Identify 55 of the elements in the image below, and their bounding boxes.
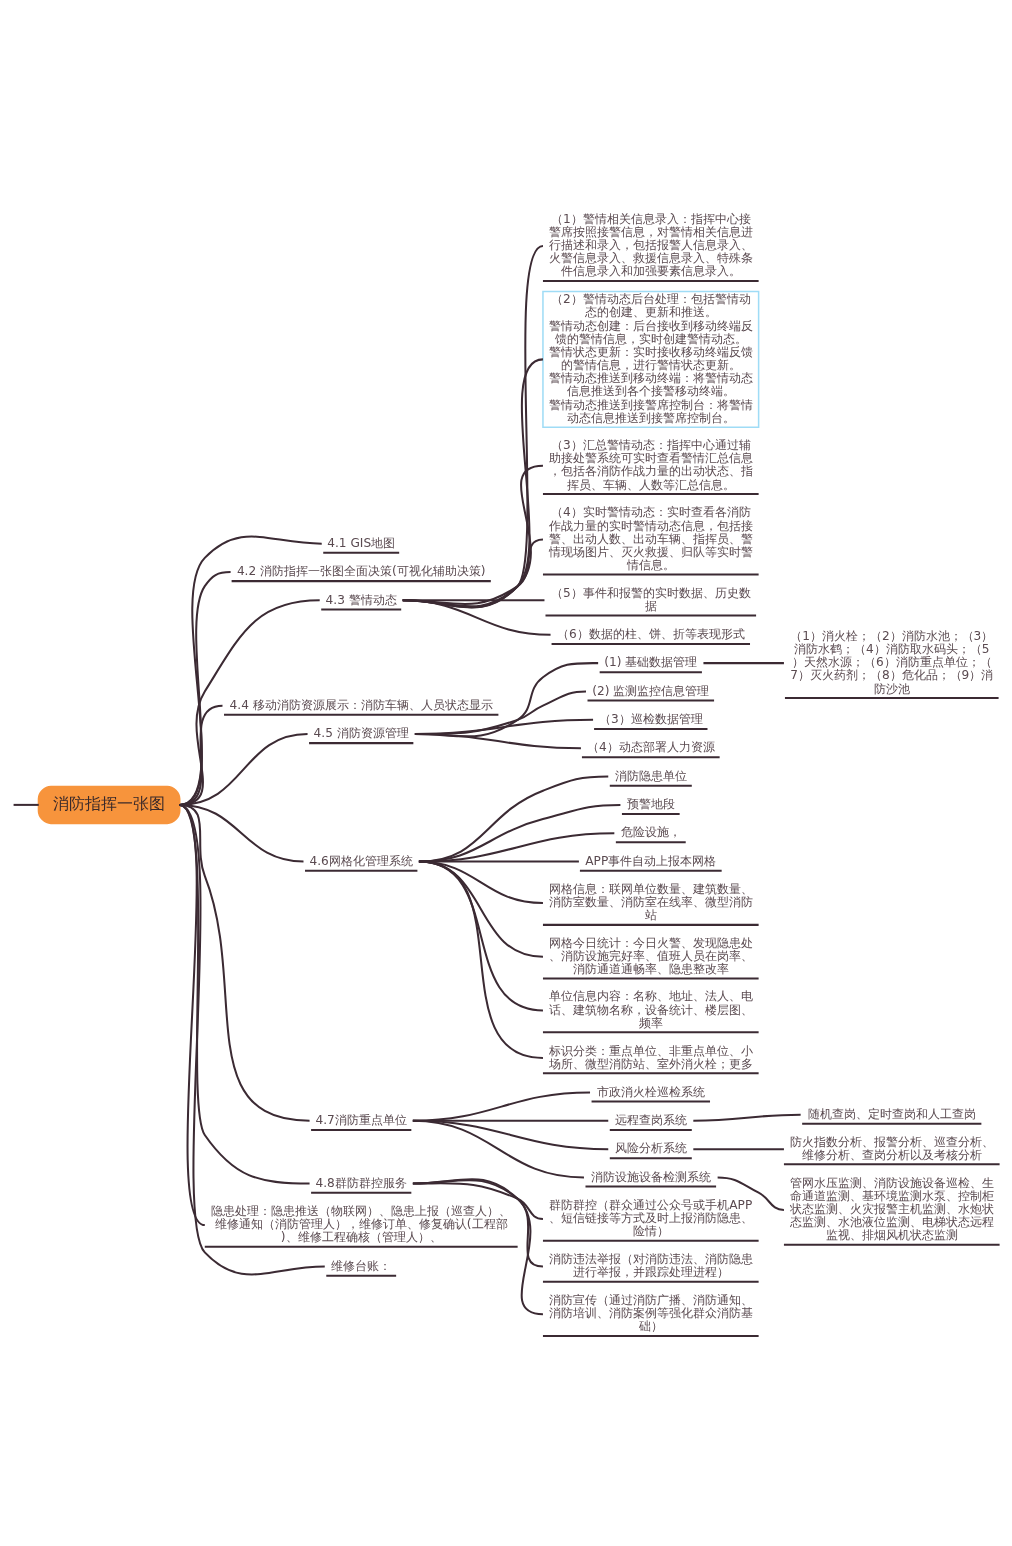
node-text: (1) 基础数据管理 [604,654,698,669]
node-text: 隐患处理：隐患推送（物联网）、隐患上报（巡查人）、维修通知（消防管理人），维修订单、修复确认(工程部)、维修工程确核（管理人）、 [211,1203,512,1244]
connector [414,732,581,749]
node-text: 4.6网格化管理系统 [309,853,413,868]
node-text: 4.7消防重点单位 [315,1112,407,1127]
node-text: 标识分类：重点单位、非重点单位、小场所、微型消防站、室外消火栓；更多 [548,1043,753,1071]
node-text: 消防违法举报（对消防违法、消防隐患进行举报，并跟踪处理进程） [548,1251,753,1279]
node-text: 风险分析系统 [614,1140,687,1155]
node-text: 危险设施， [620,824,681,839]
connector [418,803,621,863]
connector [418,860,544,1059]
node-text: 市政消火栓巡检系统 [596,1084,705,1099]
node-text: 消防设施设备检测系统 [590,1169,711,1184]
node-text: 消防隐患单位 [614,768,687,783]
connector [179,535,322,806]
connector [178,803,325,1275]
connector [717,1175,784,1211]
node-text: （1）警情相关信息录入：指挥中心接警席按照接警信息，对警情相关信息进行描述和录入，包括报警人信息录入、火警信息录入、救援信息录入、特殊条件信息录入和加强要素信息录入。 [548,211,753,278]
node-text: （4）动态部署人力资源 [586,739,715,754]
node-box: （2）警情动态后台处理：包括警情动态的创建、更新和推送。 警情动态创建：后台接收到移动终端反馈的警情信息，实时创建警情动态。 警情状态更新：实时接收移动终端反馈的警情信息，进行警情状态更新。 警情动态推送到移动终端：将警情动态信息推送到各个接警移动终端。 警情动态推送到接警席控制台：将警情动态信息推送到接警席控制台。 [542,290,760,428]
connector [179,570,231,806]
connector [412,1177,544,1315]
node-text: 预警地段 [626,796,675,811]
node-text: 网格信息：联网单位数量、建筑数量、消防室数量、消防室在线率、微型消防站 [548,881,753,922]
node-text: （4）实时警情动态：实时查看各消防作战力量的实时警情动态信息，包括接警、出动人数、出动车辆、指挥员、警情现场图片、灭火救援、归队等实时警情信息。 [548,504,753,572]
node-box: 消防指挥一张图 [37,785,181,824]
connector [693,1147,784,1150]
node-text: 维修台账： [331,1258,392,1273]
node-text: 网格今日统计：今日火警、发现隐患处、消防设施完好率、值班人员在岗率、消防通道通畅率、隐患整改率 [548,935,753,976]
connector [412,1119,584,1178]
connector [402,598,551,636]
connector [693,1113,801,1122]
node-text: 防火指数分析、报警分析、巡查分析、维修分析、查岗分析以及考核分析 [789,1134,994,1162]
connector [703,661,784,664]
node-text: APP事件自动上报本网格 [585,853,717,868]
node-text: (2) 监测监控信息管理 [592,683,710,698]
node-text: 管网水压监测、消防设施设备巡检、生命通道监测、基环境监测水泵、控制柜状态监测、火灾报警主机监测、水炮状态监测、水池液位监测、电梯状态远程监视、排烟风机状态监测 [789,1175,994,1242]
node-text: （3）汇总警情动态：指挥中心通过辅助接处警系统可实时查看警情汇总信息，包括各消防作战力量的出动状态、指挥员、车辆、人数等汇总信息。 [548,437,753,492]
connector [418,775,609,863]
node-text: 消防宣传（通过消防广播、消防通知、消防培训、消防案例等强化群众消防基础） [548,1292,753,1333]
node-text: 4.2 消防指挥一张图全面决策(可视化辅助决策) [236,563,486,578]
node-text: （5）事件和报警的实时数据、历史数据 [550,585,751,613]
node-text: 远程查岗系统 [614,1112,687,1127]
node-text: 4.5 消防资源管理 [313,725,409,740]
node-text: 4.4 移动消防资源展示：消防车辆、人员状态显示 [229,697,493,712]
connector [13,803,39,806]
node-text: （3）巡检数据管理 [598,711,703,726]
node-text: （6）数据的柱、饼、折等表现形式 [556,626,745,641]
node-text: 群防群控（群众通过公众号或手机APP、短信链接等方式及时上报消防隐患、险情） [548,1197,753,1238]
node-text: 单位信息内容：名称、地址、法人、电话、建筑物名称，设备统计、楼层图、频率 [548,988,753,1030]
node-text: 4.3 警情动态 [325,592,397,606]
node-text: 4.1 GIS地图 [327,535,396,550]
node-text: （1）消火栓；（2）消防水池；（3）消防水鹤；（4）消防取水码头；（5）天然水源；（6）消防重点单位；（7）灭火药剂；（8）危化品；（9）消防沙池 [790,628,994,696]
node-text: 4.8群防群控服务 [315,1175,407,1190]
node-text: 随机查岗、定时查岗和人工查岗 [807,1106,976,1121]
